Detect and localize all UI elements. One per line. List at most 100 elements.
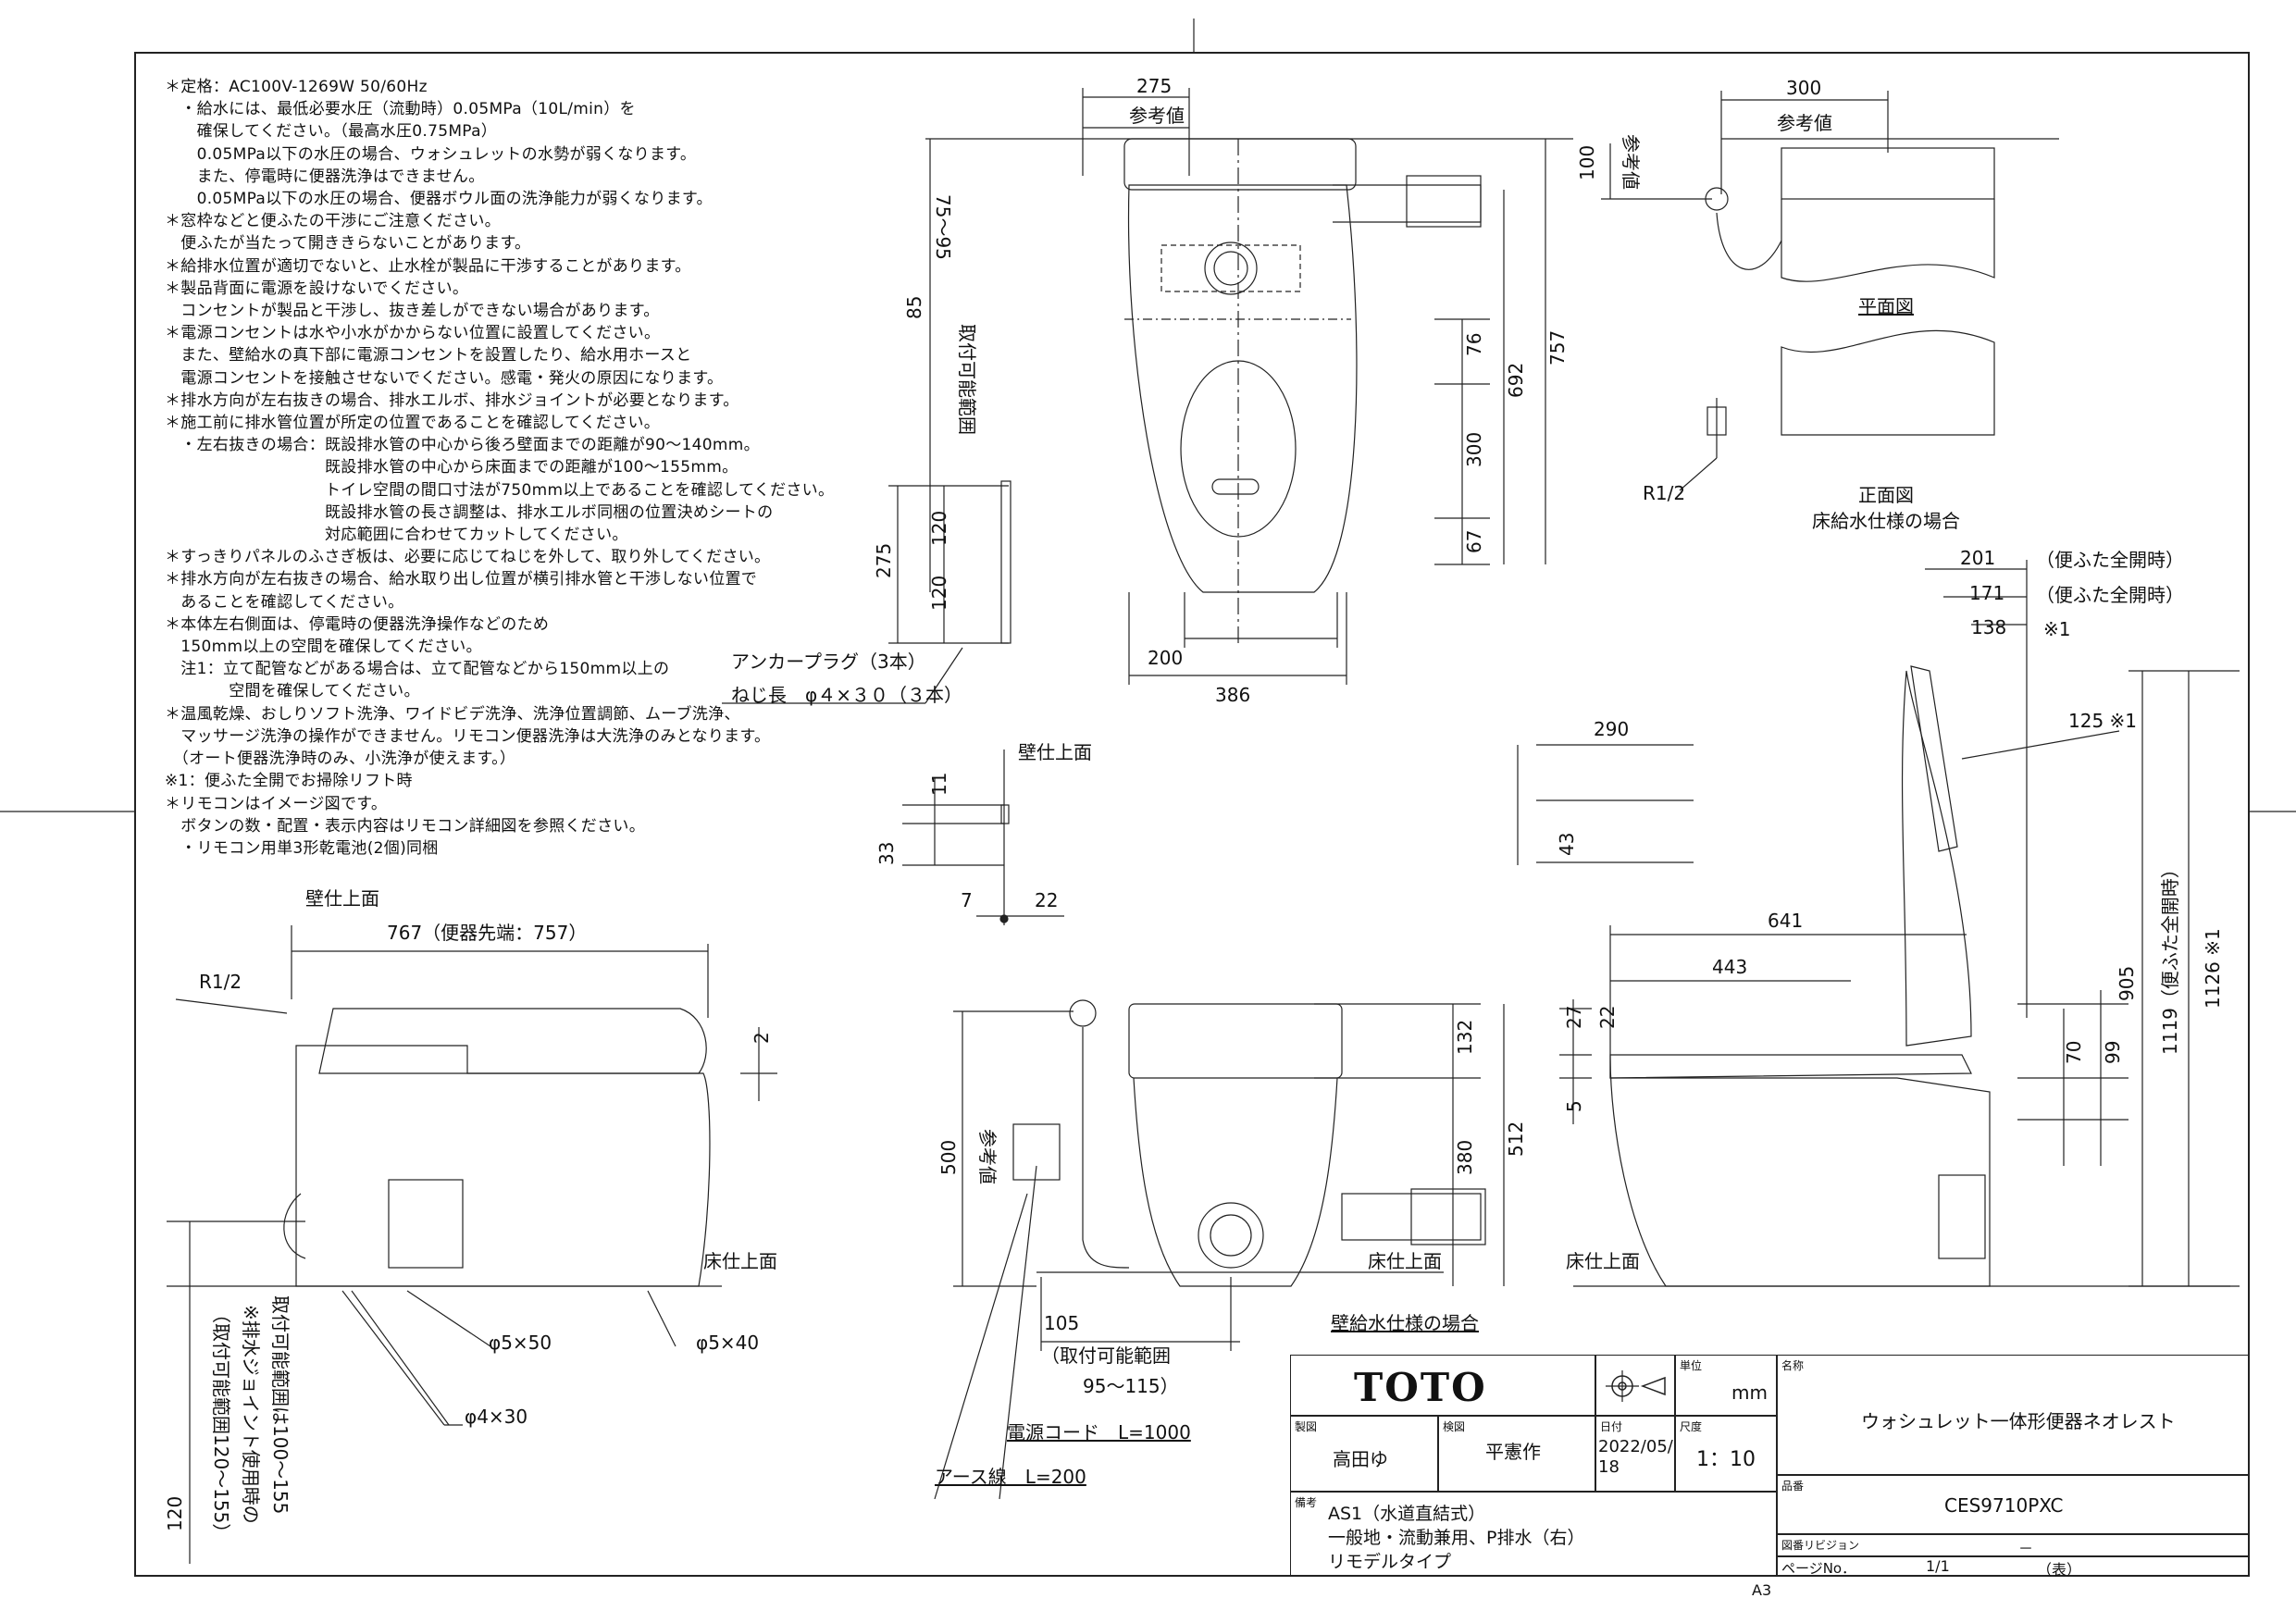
note-line: （オート便器洗浄時のみ、小洗浄が使えます。） <box>165 750 516 769</box>
wall-top-label: 壁仕上面 <box>1018 741 1092 763</box>
note-line: マッサージ洗浄の操作ができません。リモコン便器洗浄は大洗浄のみとなります。 <box>165 726 771 746</box>
note-line: ・左右抜きの場合：既設排水管の中心から後ろ壁面までの距離が90～140mm。 <box>165 436 760 455</box>
rs-dim-171: 171 <box>1969 582 2004 604</box>
tr-front-label: 正面図 <box>1858 484 1914 506</box>
tb-date-label: 日付 <box>1600 1420 1623 1433</box>
rs-dim-1119: 1119（便ふた全開時） <box>2159 860 2181 1055</box>
rs-dim-290: 290 <box>1594 718 1629 740</box>
note-line: ＊温風乾燥、おしりソフト洗浄、ワイドビデ洗浄、洗浄位置調節、ムーブ洗浄、 <box>165 704 740 724</box>
tb-scale-cell: 尺度 1：10 <box>1675 1416 1777 1492</box>
rs-note-open-2: （便ふた全開時） <box>2036 584 2184 606</box>
note-line: 便ふたが当たって開ききらないことがあります。 <box>165 234 531 254</box>
note-line: ボタンの数・配置・表示内容はリモコン詳細図を参照ください。 <box>165 816 645 836</box>
ls-phi5x50: φ5×50 <box>489 1332 552 1354</box>
note-line: 0.05MPa以下の水圧の場合、ウォシュレットの水勢が弱くなります。 <box>165 144 697 164</box>
third-angle-projection-icon <box>1606 1370 1666 1402</box>
tb-remarks-2: 一般地・流動兼用、P排水（右） <box>1328 1528 1585 1548</box>
plan-dim-275b: 275 <box>873 543 895 578</box>
tb-page-cell: ページNo． 1/1 （表） <box>1777 1556 2250 1579</box>
tb-remarks-3: リモデルタイプ <box>1328 1552 1452 1572</box>
note-line: ※1：便ふた全開でお掃除リフト時 <box>165 772 413 791</box>
tb-date-cell: 日付 2022/05/18 <box>1595 1416 1675 1492</box>
rs-note-open-1: （便ふた全開時） <box>2036 549 2184 571</box>
tb-revision-value: － <box>2018 1540 2034 1557</box>
plan-dim-120a: 120 <box>928 511 950 546</box>
note-line: ＊定格：AC100V-1269W 50/60Hz <box>165 78 428 96</box>
anchor-label-1: アンカープラグ（3本） <box>731 650 926 673</box>
rs-dim-70: 70 <box>2063 1041 2085 1064</box>
tb-unit-label: 単位 <box>1680 1359 1703 1372</box>
notes-block: ＊定格：AC100V-1269W 50/60Hz ・給水には、最低必要水圧（流動… <box>165 76 896 860</box>
tb-revision-label: 図番リビジョン <box>1781 1539 1860 1552</box>
ls-floor: 床仕上面 <box>703 1250 777 1272</box>
tr-ref-v: 参考値 <box>1620 134 1642 190</box>
ls-wall-top: 壁仕上面 <box>305 887 379 910</box>
note-line: ＊製品背面に電源を設けないでください。 <box>165 279 469 298</box>
note-line: 確保してください。（最高水圧0.75MPa） <box>165 122 498 142</box>
fv-range-label: （取付可能範囲 <box>1041 1344 1171 1367</box>
note-line: 既設排水管の中心から床面までの距離が100～155mm。 <box>165 458 738 477</box>
rs-dim-641: 641 <box>1768 910 1803 932</box>
plan-tank <box>1123 138 1357 191</box>
left-body-outline <box>295 1045 711 1287</box>
rs-dim-99: 99 <box>2102 1041 2124 1064</box>
tb-part-label: 品番 <box>1781 1480 1805 1493</box>
tb-name-cell: 名称 ウォシュレット一体形便器ネオレスト <box>1777 1355 2250 1475</box>
ls-range-2: ※排水ジョイント使用時の <box>240 1305 262 1524</box>
tb-check-value: 平憲作 <box>1485 1441 1541 1463</box>
note-line: ＊本体左右側面は、停電時の便器洗浄操作などのため <box>165 614 550 634</box>
plan-dim-76: 76 <box>1463 333 1485 356</box>
note-line: 既設排水管の長さ調整は、排水エルボ同梱の位置決めシートの <box>165 502 774 522</box>
fv-dim-500: 500 <box>937 1140 960 1175</box>
plan-dim-386: 386 <box>1215 684 1250 706</box>
note-line: また、停電時に便器洗浄はできません。 <box>165 167 485 186</box>
wall-dim-7: 7 <box>961 889 973 911</box>
note-line: ・給水には、最低必要水圧（流動時）0.05MPa（10L/min）を <box>165 100 636 119</box>
fv-dim-512: 512 <box>1505 1121 1527 1157</box>
fv-wall-supply: 壁給水仕様の場合 <box>1331 1312 1479 1334</box>
tb-drawn-label: 製図 <box>1295 1420 1318 1433</box>
note-line: ＊排水方向が左右抜きの場合、排水エルボ、排水ジョイントが必要となります。 <box>165 390 739 410</box>
note-line: あることを確認してください。 <box>165 592 404 612</box>
ls-r12: R1/2 <box>199 971 242 993</box>
tb-part-cell: 品番 CES9710PXC <box>1777 1475 2250 1534</box>
note-line: ＊リモコンはイメージ図です。 <box>165 794 388 813</box>
fv-power-cord: 電源コード L=1000 <box>1007 1421 1191 1443</box>
tb-logo-cell: TOTO <box>1290 1355 1595 1416</box>
rs-star1: ※1 <box>2043 618 2070 640</box>
note-line: ＊窓枠などと便ふたの干渉にご注意ください。 <box>165 212 501 231</box>
note-line: ＊電源コンセントは水や小水がかからない位置に設置してください。 <box>165 324 661 343</box>
wall-dim-11: 11 <box>928 773 950 796</box>
tr-dim-100: 100 <box>1576 145 1598 180</box>
tb-remarks-label: 備考 <box>1295 1496 1318 1509</box>
fv-floor: 床仕上面 <box>1368 1250 1442 1272</box>
tr-ref: 参考値 <box>1777 112 1832 134</box>
tr-dim-300: 300 <box>1786 77 1821 99</box>
title-block: TOTO 単位 mm 名称 ウォシュレット一体形便器ネオレスト 製図 高田ゆ 検… <box>1290 1355 2250 1579</box>
rs-floor: 床仕上面 <box>1566 1250 1640 1272</box>
tb-remarks-cell: 備考 AS1（水道直結式） 一般地・流動兼用、P排水（右） リモデルタイプ <box>1290 1492 1777 1577</box>
ls-dim-767: 767（便器先端：757） <box>387 922 587 944</box>
ls-dim-2: 2 <box>751 1032 773 1044</box>
tr-r12: R1/2 <box>1643 482 1685 504</box>
paper-size: A3 <box>1752 1581 1772 1599</box>
rs-dim-27: 27 <box>1563 1006 1585 1029</box>
rs-dim-5: 5 <box>1563 1100 1585 1112</box>
wall-dim-33: 33 <box>875 842 898 865</box>
note-line: また、壁給水の真下部に電源コンセントを設置したり、給水用ホースと <box>165 346 692 365</box>
rs-dim-138: 138 <box>1971 616 2006 638</box>
note-line: ＊排水方向が左右抜きの場合、給水取り出し位置が横引排水管と干渉しない位置で <box>165 570 758 589</box>
tb-remarks-1: AS1（水道直結式） <box>1328 1504 1486 1524</box>
plan-dim-120b: 120 <box>928 576 950 611</box>
note-line: ＊給排水位置が適切でないと、止水栓が製品に干渉することがあります。 <box>165 256 691 276</box>
drawing-frame <box>134 52 2250 1577</box>
anchor-label-2: ねじ長 φ４×３０（３本） <box>731 684 962 706</box>
tb-page-label: ページNo． <box>1781 1560 1856 1577</box>
rs-dim-22: 22 <box>1596 1006 1619 1029</box>
note-line: 電源コンセントを接触させないでください。感電・発火の原因になります。 <box>165 368 724 388</box>
rs-dim-43: 43 <box>1556 833 1578 856</box>
plan-dim-300: 300 <box>1463 432 1485 467</box>
ls-phi5x40: φ5×40 <box>696 1332 759 1354</box>
tb-name-value: ウォシュレット一体形便器ネオレスト <box>1861 1410 2176 1432</box>
